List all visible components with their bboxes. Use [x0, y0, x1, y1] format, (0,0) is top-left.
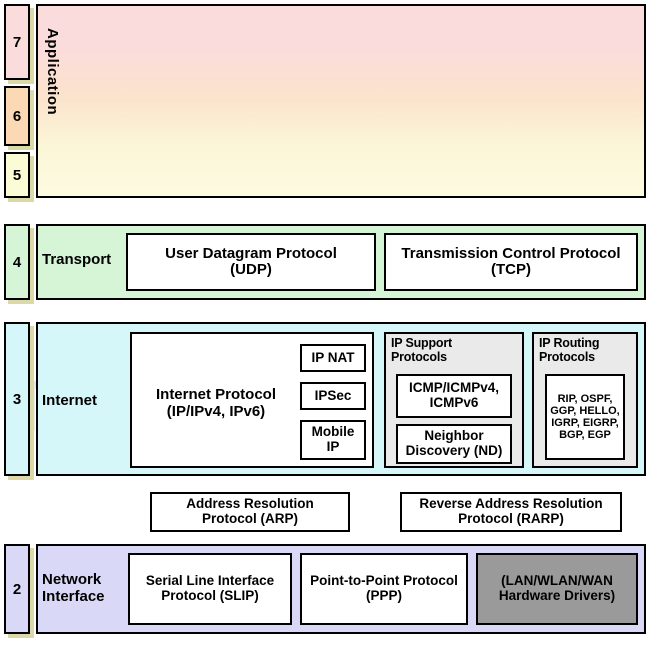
- layer-number-5: 5: [4, 152, 30, 198]
- layer-number-7-label: 7: [12, 33, 22, 51]
- layer-number-4-label: 4: [12, 253, 22, 271]
- transport-layer-name: Transport: [42, 251, 112, 268]
- layer-number-2: 2: [4, 544, 30, 634]
- layer-number-6: 6: [4, 86, 30, 146]
- layer-number-3: 3: [4, 322, 30, 476]
- layer-number-7: 7: [4, 4, 30, 80]
- protocol-icmp[interactable]: ICMP/ICMPv4,ICMPv6: [396, 374, 512, 418]
- application-layer-name: Application: [44, 28, 61, 116]
- application-layer-panel: [36, 4, 646, 198]
- layer-number-6-label: 6: [12, 107, 22, 125]
- internet-layer-name: Internet: [42, 392, 98, 409]
- internet-protocol-label: Internet Protocol(IP/IPv4, IPv6): [155, 386, 276, 421]
- internet-protocol-box[interactable]: Internet Protocol(IP/IPv4, IPv6) IP NAT …: [130, 332, 374, 468]
- layer-number-2-label: 2: [12, 580, 22, 598]
- protocol-udp[interactable]: User Datagram Protocol(UDP): [126, 233, 376, 291]
- protocol-tcp[interactable]: Transmission Control Protocol(TCP): [384, 233, 638, 291]
- layer-number-4: 4: [4, 224, 30, 300]
- protocol-ip-nat[interactable]: IP NAT: [300, 344, 366, 372]
- layer-number-3-label: 3: [12, 390, 22, 408]
- protocol-routing-list[interactable]: RIP, OSPF,GGP, HELLO,IGRP, EIGRP,BGP, EG…: [545, 374, 625, 460]
- protocol-ipsec[interactable]: IPSec: [300, 382, 366, 410]
- layer-number-5-label: 5: [12, 166, 22, 184]
- protocol-ppp[interactable]: Point-to-Point Protocol(PPP): [300, 553, 468, 625]
